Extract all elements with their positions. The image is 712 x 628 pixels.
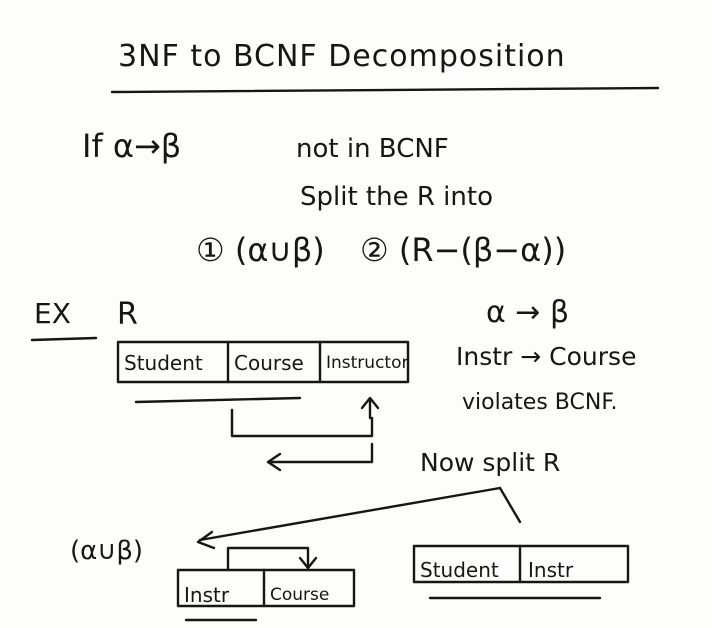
page-title: 3NF to BCNF Decomposition [118,39,566,74]
cell-left-course: Course [270,585,330,605]
cell-right-student: Student [420,558,499,582]
split-action: Now split R [420,448,561,477]
fd-condition-rest: not in BCNF [296,134,449,164]
example-label: EX [34,297,71,330]
split-case-2: ② (R−(β−α)) [360,231,567,269]
fd-instance: Instr → Course [456,342,637,371]
cell-r-instructor: Instructor [326,353,409,373]
fd-condition: If α→β [82,127,182,165]
fd-generic: α → β [486,295,570,330]
cell-right-instr: Instr [528,558,574,582]
decomposed-left-label: (α∪β) [70,536,144,566]
cell-r-student: Student [124,351,203,375]
split-case-1: ① (α∪β) [196,231,325,269]
cell-r-course: Course [234,351,304,375]
relation-name: R [117,297,138,332]
split-instruction: Split the R into [300,182,493,212]
fd-violation-note: violates BCNF. [462,390,618,415]
cell-left-instr: Instr [184,583,230,607]
